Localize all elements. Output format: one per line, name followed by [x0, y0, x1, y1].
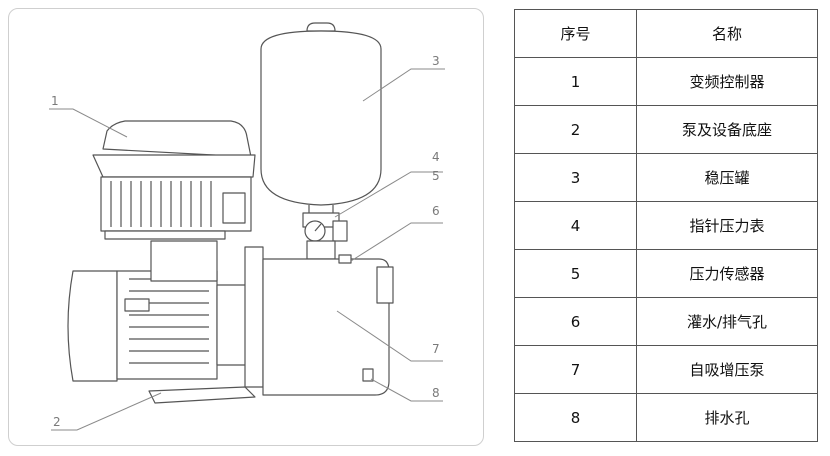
motor — [67, 270, 248, 382]
table-row: 5 压力传感器 — [514, 249, 818, 298]
table-row: 8 排水孔 — [514, 393, 818, 442]
parts-table: 序号 名称 1 变频控制器 2 泵及设备底座 3 稳压罐 4 指针压力表 5 压… — [514, 9, 818, 442]
callout-5: 5 — [432, 169, 440, 183]
row-name: 压力传感器 — [636, 249, 818, 298]
row-number: 8 — [514, 393, 637, 442]
callout-8: 8 — [432, 386, 440, 400]
row-name: 排水孔 — [636, 393, 818, 442]
callout-7: 7 — [432, 342, 440, 356]
row-number: 4 — [514, 201, 637, 250]
table-row: 1 变频控制器 — [514, 57, 818, 106]
row-name: 变频控制器 — [636, 57, 818, 106]
row-number: 3 — [514, 153, 637, 202]
pump-diagram-frame: 1 2 3 4 5 6 7 8 — [8, 8, 484, 446]
base-plate — [148, 386, 256, 404]
table-row: 6 灌水/排气孔 — [514, 297, 818, 346]
row-name: 指针压力表 — [636, 201, 818, 250]
controller-stand — [150, 240, 218, 282]
row-number: 5 — [514, 249, 637, 298]
table-header-row: 序号 名称 — [514, 9, 818, 58]
row-name: 灌水/排气孔 — [636, 297, 818, 346]
table-row: 2 泵及设备底座 — [514, 105, 818, 154]
callout-2: 2 — [53, 415, 61, 429]
table-row: 4 指针压力表 — [514, 201, 818, 250]
callout-4: 4 — [432, 150, 440, 164]
header-name: 名称 — [636, 9, 818, 58]
table-row: 7 自吸增压泵 — [514, 345, 818, 394]
header-number: 序号 — [514, 9, 637, 58]
row-name: 自吸增压泵 — [636, 345, 818, 394]
gauge-assembly — [302, 212, 348, 260]
pump-body — [244, 246, 394, 396]
callout-3: 3 — [432, 54, 440, 68]
row-number: 1 — [514, 57, 637, 106]
leader-lines — [49, 68, 445, 431]
row-number: 2 — [514, 105, 637, 154]
row-number: 6 — [514, 297, 637, 346]
pressure-tank — [260, 22, 382, 213]
frequency-controller — [92, 120, 256, 240]
pump-diagram: 1 2 3 4 5 6 7 8 — [49, 22, 445, 431]
table-row: 3 稳压罐 — [514, 153, 818, 202]
row-name: 泵及设备底座 — [636, 105, 818, 154]
callout-6: 6 — [432, 204, 440, 218]
row-name: 稳压罐 — [636, 153, 818, 202]
callout-1: 1 — [51, 94, 59, 108]
row-number: 7 — [514, 345, 637, 394]
